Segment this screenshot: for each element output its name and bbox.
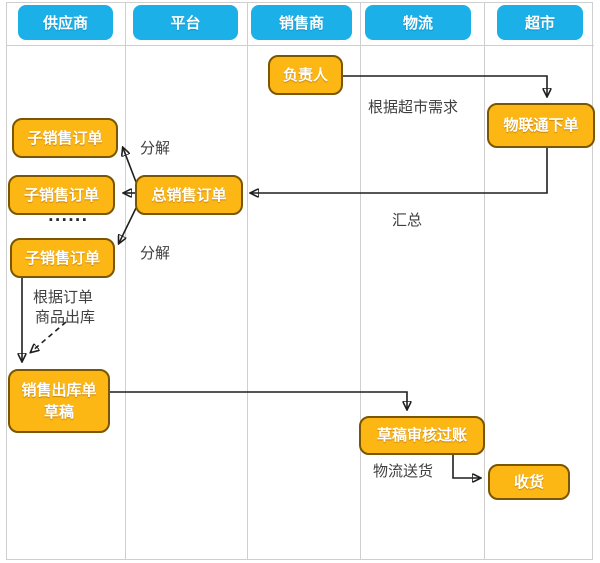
node-sub-sales-order-2: 子销售订单 xyxy=(8,175,115,215)
lane-header-logistics: 物流 xyxy=(365,5,471,40)
label-summarize: 汇总 xyxy=(392,211,423,229)
node-draft-audit-post: 草稿审核过账 xyxy=(359,416,485,455)
lane-header-supermarket: 超市 xyxy=(497,5,583,40)
lane-header-seller: 销售商 xyxy=(251,5,352,40)
node-wuliantong-order: 物联通下单 xyxy=(487,103,595,148)
label-decompose-bottom: 分解 xyxy=(140,244,171,262)
label-logistics-delivery: 物流送货 xyxy=(373,462,434,480)
lane-header-platform: 平台 xyxy=(133,5,238,40)
node-outbound-draft: 销售出库单 草稿 xyxy=(8,369,110,433)
lane-divider xyxy=(247,2,248,560)
lane-divider xyxy=(360,2,361,560)
header-separator xyxy=(6,45,594,46)
lane-divider xyxy=(484,2,485,560)
node-outbound-draft-line1: 销售出库单 xyxy=(21,380,97,399)
node-sub-sales-order-3: 子销售订单 xyxy=(10,238,115,278)
lane-header-supplier: 供应商 xyxy=(18,5,113,40)
node-total-sales-order: 总销售订单 xyxy=(135,175,243,215)
node-sub-sales-order-1: 子销售订单 xyxy=(12,118,118,158)
label-per-order-line1: 根据订单 xyxy=(33,288,94,306)
diagram-frame xyxy=(6,2,593,560)
node-receive-goods: 收货 xyxy=(488,464,570,500)
label-ellipsis: ...... xyxy=(48,207,89,225)
label-per-supermarket-demand: 根据超市需求 xyxy=(368,98,459,116)
node-person-in-charge: 负责人 xyxy=(268,55,343,95)
label-decompose-top: 分解 xyxy=(140,139,171,157)
node-outbound-draft-line2: 草稿 xyxy=(43,403,74,421)
lane-divider xyxy=(125,2,126,560)
label-per-order-line2: 商品出库 xyxy=(35,308,96,326)
